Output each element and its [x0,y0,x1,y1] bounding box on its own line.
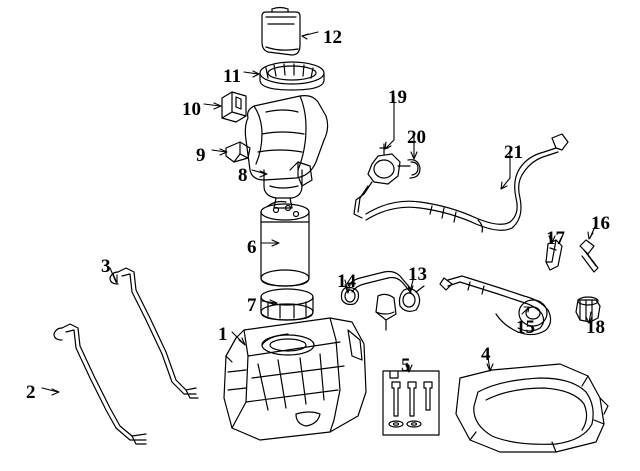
part-19-20-valve [353,143,421,219]
callout-12[interactable]: 12 [323,27,342,48]
part-4-heat-shield [455,363,609,453]
part-15-filler-neck [439,275,552,336]
callout-20[interactable]: 20 [407,127,426,148]
callout-15[interactable]: 15 [516,317,535,338]
callout-11[interactable]: 11 [223,66,241,87]
part-13-14-hose [340,270,425,331]
leader-lines [41,31,598,396]
callout-16[interactable]: 16 [591,213,610,234]
callout-17[interactable]: 17 [546,228,565,249]
part-17-clip [545,239,563,271]
part-3-strap [109,267,199,399]
part-8-module [225,95,329,209]
part-5-bolts [382,370,440,436]
callout-18[interactable]: 18 [586,317,605,338]
callout-10[interactable]: 10 [182,99,201,120]
part-11-lock-ring [259,61,325,91]
callout-9[interactable]: 9 [196,145,206,166]
callout-21[interactable]: 21 [504,142,523,163]
part-1-fuel-tank [223,317,367,441]
part-16-bolt [579,239,599,273]
callout-6[interactable]: 6 [247,237,257,258]
part-10-bracket [221,91,247,123]
callout-8[interactable]: 8 [238,165,248,186]
part-2-strap [53,323,147,445]
callout-13[interactable]: 13 [408,264,427,285]
part-18-cap [575,296,601,323]
callout-2[interactable]: 2 [26,382,36,403]
part-6-filter [260,200,310,287]
callout-7[interactable]: 7 [247,295,257,316]
callout-3[interactable]: 3 [101,256,111,277]
callout-5[interactable]: 5 [401,355,411,376]
callout-4[interactable]: 4 [481,344,491,365]
part-7-ring [260,288,314,321]
part-12-canister [261,6,301,56]
callout-19[interactable]: 19 [388,87,407,108]
callout-14[interactable]: 14 [337,271,356,292]
callout-1[interactable]: 1 [218,324,228,345]
part-21-fuel-line [365,133,569,233]
